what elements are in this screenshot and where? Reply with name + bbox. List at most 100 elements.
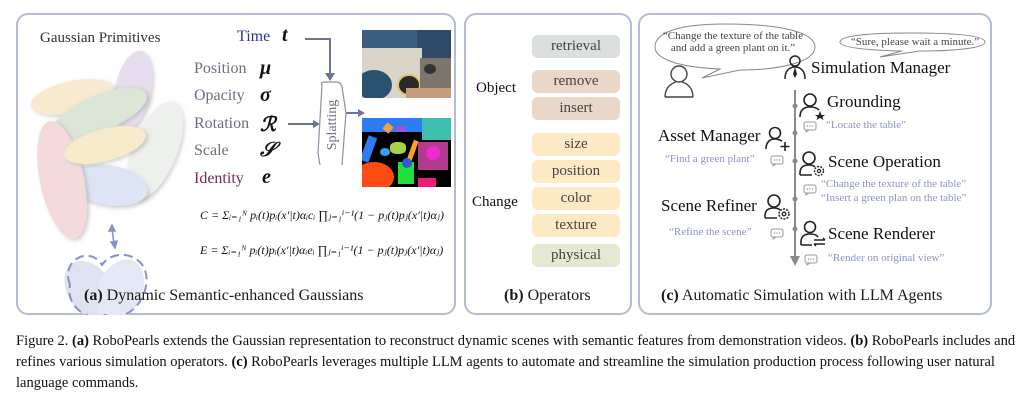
figure-caption-a-text: RoboPearls extends the Gaussian represen…	[88, 333, 851, 349]
agent-name-asset-manager: Asset Manager	[658, 126, 761, 145]
user-speech-bubble	[654, 23, 816, 79]
timeline-node	[792, 103, 798, 109]
time-arrow	[305, 38, 331, 75]
gaussian-ellipse	[64, 126, 146, 164]
panel-c-caption-label: (c)	[661, 287, 679, 304]
splatting-diagram: Splatting	[288, 38, 365, 165]
panel-operators: Object Change retrieval remove insert si…	[464, 13, 632, 315]
time-label: Time	[237, 28, 271, 45]
manager-reply-text: “Sure, please wait a minute.”	[850, 36, 980, 48]
operator-texture: texture	[532, 214, 620, 237]
figure-number: Figure 2.	[16, 333, 69, 349]
arrow-head	[358, 109, 365, 117]
operator-insert: insert	[532, 97, 620, 120]
splatting-label: Splatting	[325, 100, 340, 151]
agent-quote-scene-renderer: “Render on original view”	[828, 252, 945, 264]
attribute-symbol-position: μ	[260, 57, 272, 79]
figure-caption-b-text: RoboPearls includes and refines various …	[16, 333, 1016, 370]
attribute-label-scale: Scale	[194, 142, 229, 159]
agent-quote-scene-operation: “Change the texture of the table”	[821, 178, 967, 190]
chat-icon	[804, 254, 818, 266]
figure-caption-c-text: RoboPearls leverages multiple LLM agents…	[16, 354, 995, 391]
operator-group-object: Object	[476, 80, 516, 96]
operator-color: color	[532, 187, 620, 210]
timeline-node	[792, 196, 798, 202]
user-icon	[664, 65, 694, 98]
timeline-node	[792, 130, 798, 136]
panel-a-caption-label: (a)	[84, 287, 103, 304]
agent-name-grounding: Grounding	[827, 92, 901, 111]
attribute-symbol-scale: 𝒮	[260, 139, 276, 161]
arrow-head	[313, 120, 320, 128]
star-icon	[815, 111, 825, 120]
arrow-head	[325, 73, 335, 81]
operator-physical: physical	[532, 244, 620, 267]
speech-bubbles	[654, 23, 986, 79]
timeline-node	[792, 158, 798, 164]
panel-b-caption-label: (b)	[504, 287, 524, 304]
attribute-label-position: Position	[194, 60, 247, 77]
panel-a-caption: (a) Dynamic Semantic-enhanced Gaussians	[84, 287, 363, 305]
panel-c-caption: (c) Automatic Simulation with LLM Agents	[661, 287, 942, 305]
chat-icon	[770, 155, 784, 167]
agent-name-scene-refiner: Scene Refiner	[661, 196, 757, 215]
gaussian-primitives-title: Gaussian Primitives	[40, 30, 161, 46]
attribute-symbol-rotation: ℛ	[260, 114, 276, 136]
timeline-node	[792, 226, 798, 232]
formula-color: C = Σᵢ₌₁ᴺ pᵢ(t)pᵢ(x′|t)αᵢcᵢ ∏ⱼ₌₁ⁱ⁻¹(1 − …	[200, 208, 444, 222]
time-symbol: t	[282, 24, 288, 46]
scene-refiner-agent-icon	[764, 194, 790, 220]
figure-caption-c-label: (c)	[231, 354, 248, 370]
operator-retrieval: retrieval	[532, 35, 620, 58]
gaussian-ellipse	[68, 164, 148, 206]
scene-renderer-agent-icon	[800, 220, 826, 247]
gear-icon	[813, 165, 825, 177]
figure-caption: Figure 2. (a) RoboPearls extends the Gau…	[16, 331, 1016, 394]
rgb-render-image	[362, 30, 451, 98]
timeline-arrow-head	[790, 256, 800, 266]
operator-remove: remove	[532, 70, 620, 93]
chat-icon	[803, 184, 817, 196]
simulation-manager-icon	[784, 55, 806, 80]
agent-timeline	[790, 90, 800, 266]
semantic-render-image	[362, 118, 451, 187]
chat-icon	[803, 121, 817, 133]
agent-name-scene-renderer: Scene Renderer	[828, 224, 936, 243]
figure-caption-b-label: (b)	[850, 333, 869, 349]
gaussian-ellipse	[126, 101, 184, 199]
gaussian-ellipse	[53, 87, 147, 139]
panel-c-caption-text: Automatic Simulation with LLM Agents	[681, 287, 943, 304]
asset-manager-agent-icon	[765, 126, 790, 151]
attribute-symbol-identity: e	[262, 166, 271, 188]
agent-quote-scene-operation: “Insert a green plan on the table”	[821, 192, 967, 204]
agent-quote-scene-refiner: “Refine the scene”	[669, 226, 752, 238]
gear-icon	[778, 208, 790, 220]
operator-size: size	[532, 133, 620, 156]
panel-b-caption: (b) Operators	[504, 287, 591, 305]
swap-icon	[813, 237, 826, 247]
agent-name-scene-operation: Scene Operation	[828, 152, 941, 171]
simulation-manager-label: Simulation Manager	[811, 58, 951, 77]
splatting-block	[317, 81, 347, 165]
panel-b-caption-text: Operators	[527, 287, 591, 304]
chat-icon	[770, 228, 784, 240]
manager-speech-bubble	[839, 32, 986, 58]
grounding-agent-icon	[799, 93, 825, 120]
user-command-text: “Change the texture of the table and add…	[653, 30, 813, 54]
attribute-label-identity: Identity	[194, 170, 244, 187]
user-command-line: and add a green plant on it.”	[670, 42, 796, 54]
figure-caption-a-label: (a)	[71, 333, 89, 349]
operator-position: position	[532, 160, 620, 183]
scene-operation-agent-icon	[799, 151, 825, 177]
operator-group-change: Change	[472, 194, 518, 210]
panel-a-caption-text: Dynamic Semantic-enhanced Gaussians	[106, 287, 364, 304]
user-command-line: “Change the texture of the table	[662, 30, 804, 42]
attribute-label-rotation: Rotation	[194, 115, 250, 132]
agent-quote-grounding: “Locate the table”	[826, 119, 907, 131]
attribute-label-opacity: Opacity	[194, 87, 245, 104]
plus-icon	[780, 142, 790, 151]
attribute-symbol-opacity: σ	[260, 84, 271, 106]
formula-identity: E = Σᵢ₌₁ᴺ pᵢ(t)pᵢ(x′|t)αᵢeᵢ ∏ⱼ₌₁ⁱ⁻¹(1 − …	[200, 243, 444, 257]
semantic-gaussian-group	[64, 253, 148, 315]
agent-quote-asset-manager: “Find a green plant”	[665, 153, 755, 165]
